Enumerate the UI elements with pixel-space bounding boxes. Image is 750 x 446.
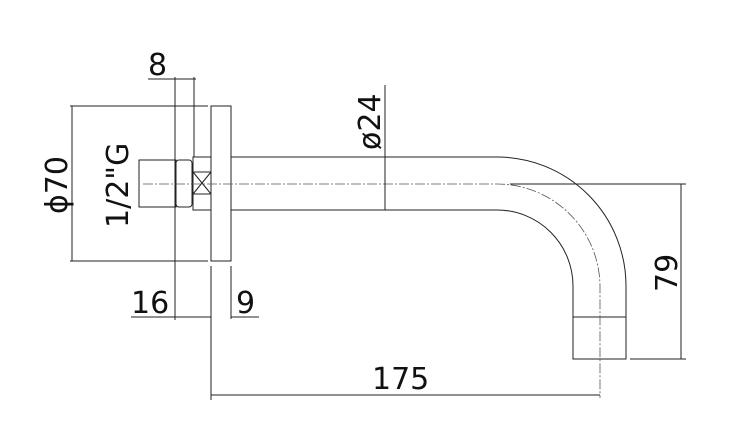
- hex-cross-mark: [192, 171, 212, 195]
- dim-pipe-diameter: ø24: [353, 93, 388, 150]
- dimension-lines: [70, 77, 686, 400]
- dim-thread-length: 16: [131, 286, 169, 321]
- thread-ring: [175, 159, 193, 208]
- centerline: [143, 183, 601, 398]
- spout-outline: [138, 105, 627, 398]
- dim-flange-thickness: 9: [236, 286, 255, 321]
- dim-projection: 175: [372, 362, 429, 397]
- spout-pipe: [231, 156, 627, 360]
- dim-flange-diameter: ϕ70: [40, 156, 75, 214]
- dim-nut-width: 8: [148, 48, 167, 83]
- dim-thread: 1/2"G: [101, 143, 136, 228]
- wall-flange: [210, 105, 232, 262]
- dim-drop-height: 79: [650, 254, 685, 292]
- hex-nut: [192, 156, 212, 211]
- thread-connector: [138, 159, 177, 208]
